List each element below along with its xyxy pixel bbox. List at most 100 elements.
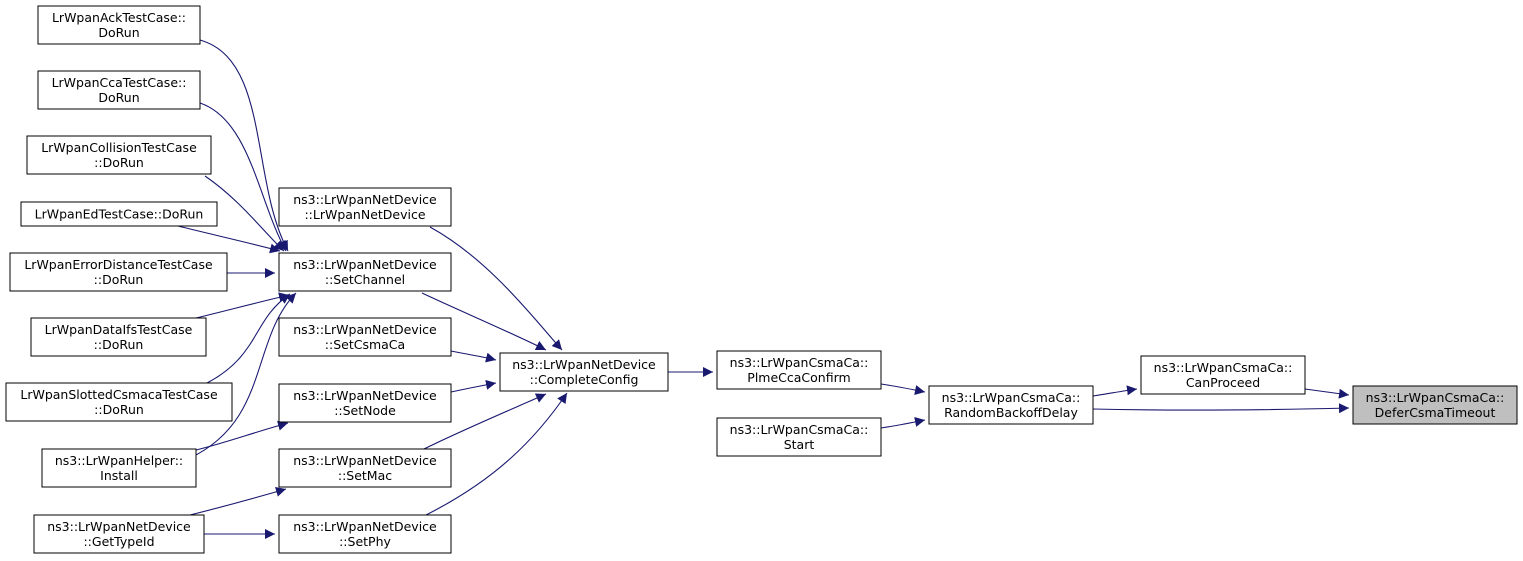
node-label: Install	[100, 468, 138, 483]
node-label: ::SetPhy	[339, 534, 391, 549]
node-label: ::DoRun	[94, 155, 144, 170]
node-collision[interactable]: LrWpanCollisionTestCase::DoRun	[26, 135, 212, 175]
node-dataifs[interactable]: LrWpanDataIfsTestCase::DoRun	[30, 317, 207, 357]
node-label: LrWpanDataIfsTestCase	[45, 322, 193, 337]
node-plmecca[interactable]: ns3::LrWpanCsmaCa::PlmeCcaConfirm	[716, 350, 882, 390]
edge-gettypeid-to-setmac	[189, 486, 287, 516]
node-label: ::DoRun	[94, 272, 144, 287]
node-box	[37, 5, 201, 45]
node-box	[33, 514, 205, 554]
node-label: LrWpanCollisionTestCase	[41, 140, 197, 155]
node-label: ns3::LrWpanNetDevice	[512, 357, 656, 372]
edge-randombackoff-to-canproceed	[1092, 385, 1138, 397]
node-label: ns3::LrWpanNetDevice	[47, 519, 191, 534]
node-label: LrWpanAckTestCase::	[52, 10, 186, 25]
node-errdist[interactable]: LrWpanErrorDistanceTestCase::DoRun	[9, 252, 228, 292]
edge-canproceed-to-defer	[1304, 388, 1350, 399]
edge-ack-to-setchannel	[199, 39, 289, 252]
edges	[177, 39, 1350, 539]
node-label: ns3::LrWpanCsmaCa::	[1366, 390, 1505, 405]
node-ed[interactable]: LrWpanEdTestCase::DoRun	[20, 201, 218, 227]
edge-ed-to-setchannel	[177, 225, 281, 254]
node-box	[1140, 355, 1306, 395]
node-setphy[interactable]: ns3::LrWpanNetDevice::SetPhy	[278, 514, 452, 554]
node-label: ns3::LrWpanCsmaCa::	[730, 422, 869, 437]
edge-plmecca-to-randombackoff	[880, 383, 926, 395]
edge-setchannel-to-completeconfig	[421, 292, 547, 351]
node-label: ::SetMac	[338, 468, 392, 483]
edge-setnode-to-completeconfig	[450, 379, 497, 393]
node-box	[20, 201, 218, 227]
node-label: ns3::LrWpanCsmaCa::	[730, 355, 869, 370]
node-label: ::DoRun	[94, 402, 144, 417]
edge-cca-to-setchannel	[199, 102, 287, 252]
node-completeconfig[interactable]: ns3::LrWpanNetDevice::CompleteConfig	[499, 352, 669, 392]
edge-ctor-to-completeconfig	[429, 226, 563, 351]
node-label: ns3::LrWpanNetDevice	[293, 322, 437, 337]
node-setchannel[interactable]: ns3::LrWpanNetDevice::SetChannel	[278, 252, 452, 292]
node-label: DeferCsmaTimeout	[1375, 405, 1496, 420]
edge-setmac-to-completeconfig	[421, 393, 547, 451]
node-label: DoRun	[98, 25, 139, 40]
node-start[interactable]: ns3::LrWpanCsmaCa::Start	[716, 417, 882, 457]
node-label: ::SetNode	[334, 403, 396, 418]
edge-setcsmaca-to-completeconfig	[450, 350, 497, 363]
node-label: LrWpanErrorDistanceTestCase	[24, 257, 213, 272]
node-gettypeid[interactable]: ns3::LrWpanNetDevice::GetTypeId	[33, 514, 205, 554]
node-canproceed[interactable]: ns3::LrWpanCsmaCa::CanProceed	[1140, 355, 1306, 395]
node-label: LrWpanCcaTestCase::	[52, 75, 187, 90]
node-label: CanProceed	[1186, 375, 1260, 390]
edge-randombackoff-to-defer	[1092, 403, 1350, 414]
edge-dataifs-to-setchannel	[195, 292, 290, 319]
node-box	[278, 317, 452, 357]
node-randombackoff[interactable]: ns3::LrWpanCsmaCa::RandomBackoffDelay	[928, 385, 1094, 425]
node-label: ::GetTypeId	[83, 534, 154, 549]
node-box	[716, 417, 882, 457]
node-setmac[interactable]: ns3::LrWpanNetDevice::SetMac	[278, 448, 452, 488]
node-label: ns3::LrWpanNetDevice	[293, 257, 437, 272]
node-box	[499, 352, 669, 392]
node-box	[41, 448, 197, 488]
node-label: DoRun	[98, 90, 139, 105]
node-box	[278, 252, 452, 292]
node-label: LrWpanSlottedCsmacaTestCase	[20, 387, 218, 402]
edge-setphy-to-completeconfig	[425, 392, 568, 516]
edge-start-to-randombackoff	[880, 417, 926, 429]
node-label: ns3::LrWpanNetDevice	[293, 388, 437, 403]
node-label: RandomBackoffDelay	[944, 405, 1078, 420]
node-box	[37, 70, 201, 110]
node-label: PlmeCcaConfirm	[747, 370, 850, 385]
node-setnode[interactable]: ns3::LrWpanNetDevice::SetNode	[278, 383, 452, 423]
node-label: ns3::LrWpanNetDevice	[293, 519, 437, 534]
node-box	[9, 252, 228, 292]
edge-helper-to-setnode	[195, 420, 289, 451]
node-label: ns3::LrWpanNetDevice	[293, 453, 437, 468]
node-box	[278, 383, 452, 423]
node-box	[5, 382, 233, 422]
node-defer[interactable]: ns3::LrWpanCsmaCa::DeferCsmaTimeout	[1352, 385, 1518, 425]
node-label: ::DoRun	[94, 337, 144, 352]
edge-helper-to-setchannel	[189, 292, 297, 459]
node-helper[interactable]: ns3::LrWpanHelper::Install	[41, 448, 197, 488]
edge-slotted-to-setchannel	[206, 293, 291, 384]
node-box	[30, 317, 207, 357]
nodes: LrWpanAckTestCase::DoRunLrWpanCcaTestCas…	[5, 5, 1518, 554]
node-box	[278, 187, 452, 227]
node-box	[26, 135, 212, 175]
node-box	[928, 385, 1094, 425]
node-ctor[interactable]: ns3::LrWpanNetDevice::LrWpanNetDevice	[278, 187, 452, 227]
node-label: ::SetChannel	[325, 272, 405, 287]
node-box	[1352, 385, 1518, 425]
node-label: ::LrWpanNetDevice	[304, 207, 425, 222]
node-label: ns3::LrWpanCsmaCa::	[1154, 360, 1293, 375]
node-slotted[interactable]: LrWpanSlottedCsmacaTestCase::DoRun	[5, 382, 233, 422]
node-ack[interactable]: LrWpanAckTestCase::DoRun	[37, 5, 201, 45]
node-label: ns3::LrWpanCsmaCa::	[942, 390, 1081, 405]
node-cca[interactable]: LrWpanCcaTestCase::DoRun	[37, 70, 201, 110]
node-label: ::CompleteConfig	[530, 372, 639, 387]
node-label: ::SetCsmaCa	[325, 337, 405, 352]
node-label: LrWpanEdTestCase::DoRun	[35, 207, 204, 222]
node-label: Start	[784, 437, 815, 452]
node-setcsmaca[interactable]: ns3::LrWpanNetDevice::SetCsmaCa	[278, 317, 452, 357]
